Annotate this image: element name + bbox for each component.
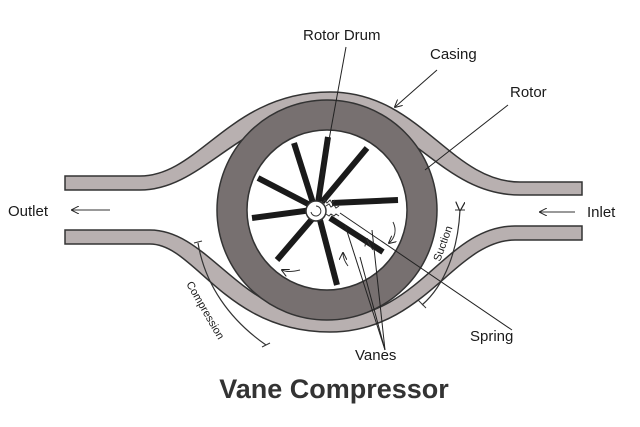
vanes-label: Vanes [355,347,396,364]
spring-label: Spring [470,328,513,345]
vane [319,146,370,204]
compression-arc [197,242,267,346]
suction-arc [421,210,460,306]
vanes-leader-2 [359,256,386,351]
diagram-title: Vane Compressor [219,374,449,404]
suction-tick-bottom [417,299,427,309]
rotor-drum-hub [305,200,327,222]
rotor-leader [424,104,509,171]
vane [331,197,399,206]
vane [274,216,316,262]
casing-label: Casing [430,46,477,63]
vane [291,142,316,204]
rotor-drum-swirl [310,205,322,217]
spring-leader [339,212,513,331]
rotor-ring-outer-edge [216,99,438,321]
vane [317,219,340,286]
rotation-arrows [282,221,395,272]
inlet-label: Inlet [587,204,616,221]
vanes-leader-3 [371,229,386,351]
casing-leader [395,69,438,107]
compression-tick-top [193,240,203,244]
rotor-drum-label: Rotor Drum [303,27,381,44]
rotor-label: Rotor [510,84,547,101]
vane [251,207,313,221]
outlet-label: Outlet [8,203,49,220]
rotor-ring [217,100,437,320]
vanes-leader-1 [344,224,386,351]
compression-tick-bottom [261,342,271,348]
vane [256,175,314,209]
springs [321,199,340,217]
rotor-drum-leader [317,46,347,201]
